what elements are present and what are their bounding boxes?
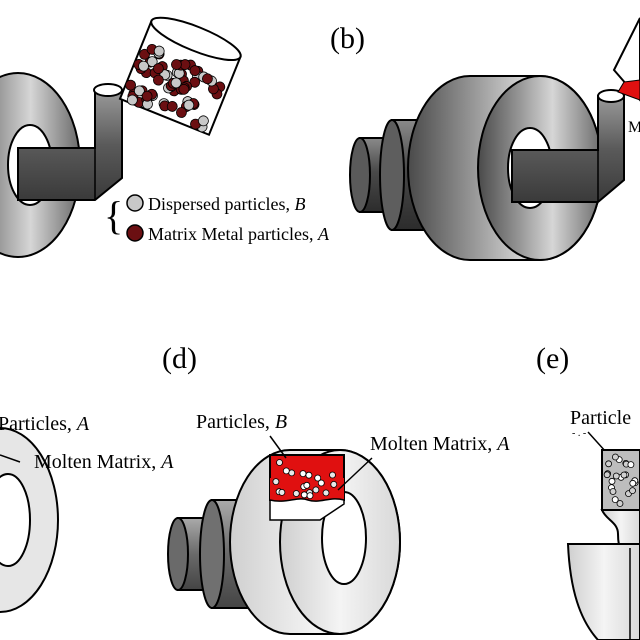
particle-dot [300, 491, 308, 499]
particle-dot [152, 74, 164, 86]
particle-dot [603, 471, 611, 479]
particle-dot [608, 477, 616, 485]
particle-dot [189, 76, 201, 88]
panel-b-machine: M [349, 17, 640, 261]
particle-dot [183, 99, 195, 111]
particle-dot [629, 479, 637, 487]
particle-dot [170, 77, 182, 89]
panel-e-label: (e) [536, 342, 569, 375]
matrix-particle-icon [126, 224, 144, 242]
particle-dot [303, 481, 311, 489]
particle-dot [171, 59, 182, 70]
dispersed-particle-icon [126, 194, 144, 212]
pipe-opening-a [93, 83, 123, 97]
particle-dot [139, 48, 150, 60]
legend: { Dispersed particles, B Matrix Metal pa… [104, 193, 330, 244]
particle-dot [189, 65, 201, 76]
particle-dot [611, 496, 619, 504]
particle-dot [612, 472, 620, 480]
particle-dot [616, 500, 624, 507]
svg-text:- . -: - . - [572, 428, 586, 439]
legend-brace: { [104, 193, 123, 238]
particle-dot [276, 459, 283, 466]
particle-dot [282, 467, 290, 475]
panel-d-label: (d) [162, 342, 197, 375]
particle-dot [125, 79, 136, 91]
panel-d-machine [167, 435, 401, 635]
particle-dot [299, 470, 307, 478]
particle-dot [605, 460, 612, 468]
panel-a-machine [0, 16, 242, 258]
particle-dot [329, 471, 336, 479]
particle-dot [278, 488, 286, 496]
particle-dot [330, 480, 338, 488]
particle-dot [176, 107, 187, 118]
particle-dot [138, 60, 149, 72]
legend-dispersed: Dispersed particles, B [148, 194, 305, 214]
mold-e [566, 543, 640, 640]
particle-container-a [118, 16, 242, 137]
particle-dot [314, 474, 322, 482]
particle-dot [305, 471, 313, 479]
particle-dot [620, 471, 628, 479]
particle-dot [609, 488, 617, 495]
particle-dot [306, 492, 314, 500]
particle-dot [612, 453, 619, 461]
feed-pipe-a [17, 89, 123, 201]
particle-dot [312, 486, 320, 494]
d-particles-label: Particles, B [196, 411, 287, 433]
particle-dot [627, 461, 635, 469]
c-molten-label: Molten Matrix, A [34, 451, 174, 473]
legend-matrix: Matrix Metal particles, A [148, 224, 330, 244]
molten-pour-b [617, 79, 640, 101]
panel-c-machine [0, 427, 59, 613]
particle-dot [202, 73, 213, 85]
particle-dot [322, 489, 330, 497]
particle-dot [272, 478, 280, 486]
particle-dot [141, 90, 153, 102]
particle-dot [190, 118, 201, 130]
c-particles-label: Particles, A [0, 413, 90, 435]
particle-dot [317, 479, 325, 487]
particle-dot [629, 487, 636, 495]
panel-b-label: (b) [330, 22, 365, 55]
particle-dot [153, 45, 165, 57]
cut-label-m: M [628, 119, 640, 136]
particle-dot [153, 63, 164, 74]
particle-dot [126, 94, 138, 106]
feed-pipe-b [511, 95, 625, 203]
particle-dot [166, 101, 178, 112]
particle-dot [292, 490, 300, 497]
particle-dot [198, 115, 209, 127]
panel-e-machine: - . - [566, 428, 640, 640]
d-molten-label: Molten Matrix, A [370, 433, 510, 455]
particle-dot [178, 83, 190, 95]
e-particles-label: Particle [570, 407, 631, 429]
